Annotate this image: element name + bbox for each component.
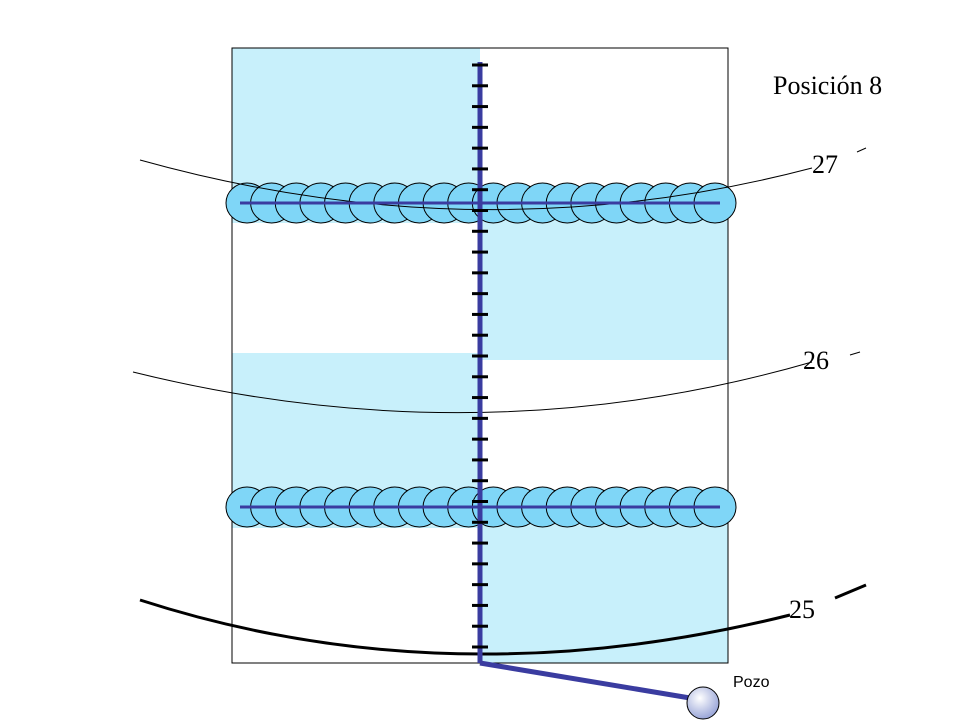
- contour-dash-27: [856, 147, 867, 153]
- contour-label-27: 27: [812, 150, 838, 179]
- contour-dash-25: [834, 583, 867, 600]
- feed-pipe: [479, 660, 703, 703]
- main-line-ticks: [472, 63, 488, 649]
- diagram-title: Posición 8: [773, 71, 882, 100]
- contour-dash-26: [849, 351, 861, 356]
- well-label: Pozo: [733, 674, 770, 691]
- well-icon: [686, 686, 720, 720]
- contour-label-26: 26: [803, 346, 829, 375]
- contour-label-25: 25: [789, 595, 815, 624]
- contour-line-26: [132, 361, 813, 414]
- main-line: [472, 62, 488, 663]
- contour-line-25: [139, 598, 791, 656]
